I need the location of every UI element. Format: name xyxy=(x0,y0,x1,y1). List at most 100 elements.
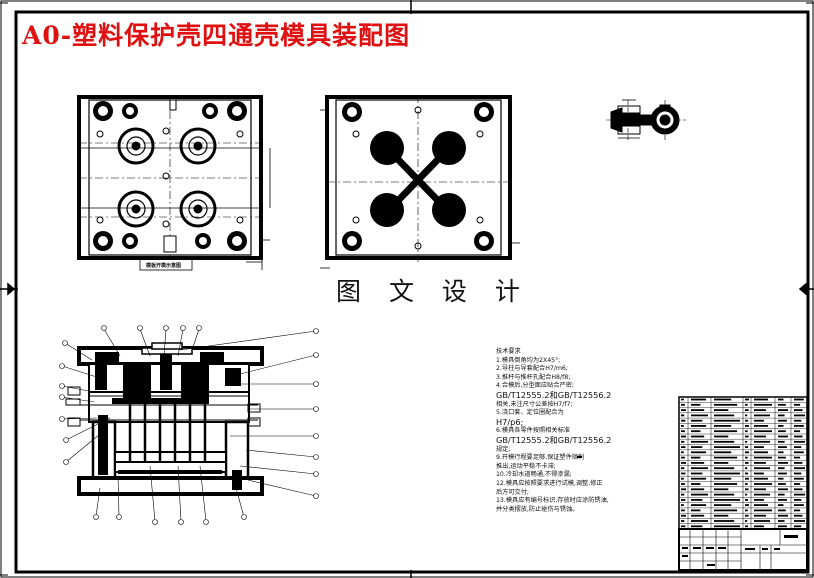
bom-cell-mark xyxy=(778,509,786,512)
bom-cell-mark xyxy=(681,462,686,464)
bom-cell-mark xyxy=(714,414,735,417)
bom-cell-mark xyxy=(794,488,803,491)
bom-cell-mark xyxy=(794,409,803,411)
bom-cell-mark xyxy=(745,409,749,411)
bom-cell-mark xyxy=(754,499,764,501)
bom-cell-mark xyxy=(681,509,685,512)
bom-cell-mark xyxy=(754,451,768,454)
bom-cell-mark xyxy=(745,425,749,427)
bom-cell-mark xyxy=(754,514,766,517)
bom-cell-mark xyxy=(754,462,766,464)
bom-cell-mark xyxy=(794,499,802,501)
bom-cell-mark xyxy=(681,409,686,411)
note-line: 并分类摆放,防止碰伤与锈蚀。 xyxy=(496,505,579,513)
bom-cell-mark xyxy=(691,467,708,470)
bom-cell-mark xyxy=(754,409,766,411)
bom-cell-mark xyxy=(778,398,784,401)
bom-cell-mark xyxy=(794,446,802,448)
bom-cell-mark xyxy=(754,509,772,512)
note-line: H7/p6; xyxy=(496,416,524,427)
bom-cell-mark xyxy=(714,456,738,459)
bom-cell-mark xyxy=(714,472,740,475)
bom-cell-mark xyxy=(691,430,701,433)
technical-notes: 技术要求 1.模具倒角均为2X45°; 2.导柱与导套配合H7/m6; 3.推杆… xyxy=(496,348,611,514)
notes-heading: 技术要求 xyxy=(496,348,521,355)
bom-cell-mark xyxy=(794,520,805,522)
drawing-title: A0-塑料保护壳四通壳模具装配图 xyxy=(22,21,411,50)
bom-cell-mark xyxy=(778,419,787,422)
bom-cell-mark xyxy=(714,435,729,438)
bom-cell-mark xyxy=(794,398,804,401)
bom-cell-mark xyxy=(714,509,738,512)
bom-cell-mark xyxy=(714,488,729,491)
bom-cell-mark xyxy=(794,504,804,506)
bom-cell-mark xyxy=(681,440,685,443)
bom-cell-mark xyxy=(754,430,772,433)
bom-cell-mark xyxy=(778,499,787,501)
note-line: 6.模具各零件按照相关标准 xyxy=(496,427,570,435)
bom-cell-mark xyxy=(691,403,701,406)
bom-cell-mark xyxy=(745,462,749,464)
bom-cell-mark xyxy=(778,483,786,485)
small-holes xyxy=(96,127,244,228)
bom-cell-mark xyxy=(691,472,703,475)
note-line: 相关,未注尺寸公差按H7/f7; xyxy=(496,400,573,408)
bom-cell-mark xyxy=(714,483,738,485)
bom-cell-mark xyxy=(745,440,748,443)
bom-cell-mark xyxy=(745,488,749,491)
bom-cell-mark xyxy=(778,472,787,475)
bill-of-materials-table xyxy=(678,396,808,571)
cavity-discs xyxy=(370,131,466,227)
bom-cell-mark xyxy=(745,435,749,438)
part-number-leaders xyxy=(59,325,319,525)
bom-cell-mark xyxy=(778,520,785,522)
bom-cell-mark xyxy=(691,398,707,401)
bom-cell-mark xyxy=(745,509,748,512)
bom-cell-mark xyxy=(714,525,740,528)
bom-cell-mark xyxy=(745,456,748,459)
bom-cell-mark xyxy=(794,472,802,475)
bom-cell-mark xyxy=(778,403,786,406)
bom-cell-mark xyxy=(794,456,801,459)
bom-cell-mark xyxy=(681,446,686,448)
bom-cell-mark xyxy=(778,525,787,528)
bom-cell-mark xyxy=(745,472,749,475)
bom-cell-mark xyxy=(691,493,708,496)
bom-cell-mark xyxy=(681,430,685,433)
bom-cell-mark xyxy=(714,499,740,501)
bom-cell-mark xyxy=(754,435,766,438)
bom-cell-mark xyxy=(681,493,685,496)
bom-cell-mark xyxy=(714,425,732,427)
bom-cell-mark xyxy=(691,462,705,464)
note-line: 2.导柱与导套配合H7/m6; xyxy=(496,365,568,373)
bom-cell-mark xyxy=(794,419,802,422)
bom-cell-mark xyxy=(754,525,764,528)
bom-cell-mark xyxy=(691,419,703,422)
bom-cell-mark xyxy=(691,451,707,454)
bom-cell-mark xyxy=(778,477,784,480)
bom-cell-mark xyxy=(714,398,732,401)
guide-pillars xyxy=(93,101,247,251)
bom-cell-mark xyxy=(714,514,729,517)
bom-cell-mark xyxy=(754,488,766,491)
bom-cell-mark xyxy=(754,425,768,427)
bom-cell-mark xyxy=(681,467,685,470)
bom-cell-mark xyxy=(778,409,788,411)
note-line: 规定; xyxy=(496,445,511,453)
bom-cell-mark xyxy=(794,435,803,438)
bom-cell-mark xyxy=(794,525,802,528)
bom-cell-mark xyxy=(754,440,770,443)
bom-cell-mark xyxy=(691,409,705,411)
bom-cell-mark xyxy=(745,483,748,485)
bom-cell-mark xyxy=(745,525,749,528)
bom-cell-mark xyxy=(714,477,732,480)
bom-cell-mark xyxy=(691,509,701,512)
bom-cell-mark xyxy=(778,435,788,438)
ejector-pins xyxy=(128,404,207,462)
bom-cell-mark xyxy=(714,403,738,406)
bom-cell-mark xyxy=(754,483,772,485)
bom-cell-mark xyxy=(754,493,770,496)
bom-cell-mark xyxy=(794,462,803,464)
